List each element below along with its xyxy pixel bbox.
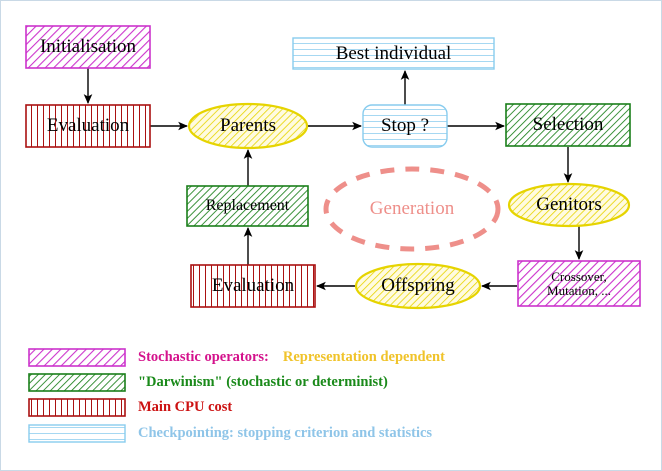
legend-label-checkpointing: Checkpointing: stopping criterion and st…	[138, 425, 433, 441]
node-replacement-shape[interactable]	[186, 185, 309, 227]
node-evaluation-top-shape[interactable]	[25, 104, 151, 148]
legend-swatch-green-hatch	[28, 373, 126, 392]
legend-row-darwinism: "Darwinism" (stochastic or determinist)	[138, 373, 388, 392]
legend-label-main-cpu-cost: Main CPU cost	[138, 399, 233, 415]
legend-label-representation-dependent: Representation dependent	[282, 349, 445, 365]
node-best-individual-shape[interactable]	[292, 37, 495, 70]
legend-row-main-cpu-cost: Main CPU cost	[138, 398, 232, 417]
node-evaluation-bottom-shape[interactable]	[190, 264, 316, 308]
legend-row-stochastic-operators: Stochastic operators: Representation dep…	[138, 348, 445, 367]
legend-swatch-red-vlines	[28, 398, 126, 417]
node-parents-shape[interactable]	[187, 102, 309, 150]
node-genitors-shape[interactable]	[507, 182, 631, 228]
legend-swatch-magenta-hatch	[28, 348, 126, 367]
node-offspring-shape[interactable]	[354, 262, 482, 310]
node-selection-shape[interactable]	[505, 103, 631, 147]
node-stop-shape[interactable]	[362, 104, 448, 148]
legend-row-checkpointing: Checkpointing: stopping criterion and st…	[138, 424, 432, 443]
node-initialisation-shape[interactable]	[25, 25, 151, 69]
node-crossover-shape[interactable]	[517, 260, 641, 307]
legend-label-stochastic-operators: Stochastic operators:	[138, 349, 269, 365]
node-generation-shape	[323, 166, 501, 252]
legend-label-darwinism: "Darwinism" (stochastic or determinist)	[138, 374, 388, 390]
legend-swatch-blue-hlines	[28, 424, 126, 443]
